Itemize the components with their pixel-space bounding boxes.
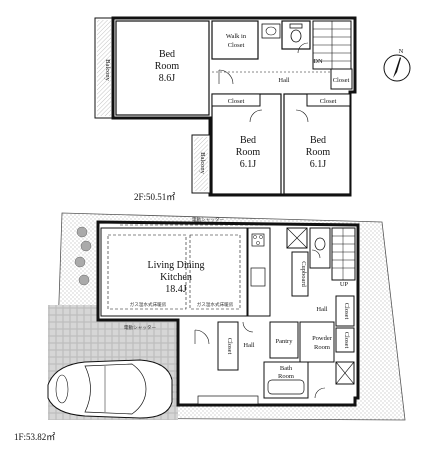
closet-2f-small	[330, 68, 353, 90]
compass-label: N	[399, 48, 404, 55]
bed-right-line1: Bed	[310, 135, 326, 146]
first-floor: 電動シャッター 電動シャッター ガス温水式床暖房 ガス温水式床暖房 Living…	[14, 212, 406, 442]
bed-left-line1: Bed	[240, 135, 256, 146]
up-label: UP	[340, 281, 349, 288]
entrance-step	[197, 395, 259, 405]
closet-2f-left	[211, 93, 261, 107]
walk-in-closet	[211, 20, 259, 60]
stairs-1f	[331, 227, 356, 281]
powder-room	[299, 321, 335, 363]
bed-right-line2: Room	[306, 147, 331, 158]
car-icon	[47, 359, 173, 419]
gas-outlet-2: ガス温水式床暖房	[197, 301, 234, 308]
closet-1f-upper-label: Closet	[343, 303, 350, 320]
bed-left-line2: Room	[236, 147, 261, 158]
stove-icon	[251, 233, 265, 247]
closet-1f-entry-label: Closet	[226, 338, 233, 355]
ldk-line1: Living Dining	[148, 260, 205, 271]
bed-main-size: 8.6J	[159, 73, 176, 84]
area-2f: 2F:50.51㎡	[134, 192, 175, 202]
compass-needle-icon	[393, 57, 401, 78]
ldk-line2: Kitchen	[160, 272, 192, 283]
cupboard-label: Cupboard	[300, 261, 307, 287]
pantry-label: Pantry	[276, 338, 294, 345]
walkin-line1: Walk in	[226, 33, 247, 40]
ldk-size: 18.4J	[165, 284, 187, 295]
balcony-lower-label: Balcony	[199, 152, 206, 174]
closet-1f-lower	[335, 327, 355, 353]
compass: N	[383, 48, 411, 82]
floor-heating-1	[107, 234, 187, 310]
hall-1f-right: Hall	[316, 306, 327, 313]
second-floor: Bed Room 8.6J Walk in Closet Hall DN Clo…	[94, 16, 357, 202]
powder-line1: Powder	[312, 335, 333, 342]
dn-label: DN	[313, 58, 323, 65]
area-1f: 1F:53.82㎡	[14, 432, 55, 442]
bath-line1: Bath	[280, 365, 293, 372]
tree-icons	[74, 226, 92, 286]
pantry	[269, 321, 299, 359]
bed-room-left	[211, 93, 282, 195]
hall-2f: Hall	[278, 77, 289, 84]
closet-2f-small-label: Closet	[333, 77, 350, 84]
bed-main-line2: Room	[155, 61, 180, 72]
closet-1f-entry	[217, 321, 239, 371]
shutter-label-bottom: 電動シャッター	[124, 324, 157, 331]
bed-main-line1: Bed	[159, 49, 175, 60]
closet-2f-right	[306, 93, 351, 107]
gas-outlet-1: ガス温水式床暖房	[130, 301, 167, 308]
walkin-line2: Closet	[228, 42, 245, 49]
floor-heating-2	[189, 234, 241, 310]
bed-left-size: 6.1J	[240, 159, 257, 170]
powder-line2: Room	[314, 344, 330, 351]
hall-1f-center: Hall	[243, 342, 254, 349]
cupboard	[291, 251, 309, 297]
closet-2f-right-label: Closet	[320, 98, 337, 105]
bathtub-icon	[267, 379, 305, 395]
shutter-label-top: 電動シャッター	[192, 216, 225, 223]
sink-icon	[250, 267, 266, 287]
ldk-room	[100, 227, 248, 317]
closet-1f-lower-label: Closet	[343, 332, 350, 349]
bed-room-right	[283, 93, 351, 195]
bath-line2: Room	[278, 373, 294, 380]
bed-room-main	[115, 20, 210, 116]
bed-right-size: 6.1J	[310, 159, 327, 170]
closet-2f-left-label: Closet	[228, 98, 245, 105]
balcony-left-label: Balcony	[104, 59, 111, 81]
closet-1f-upper	[335, 295, 355, 327]
